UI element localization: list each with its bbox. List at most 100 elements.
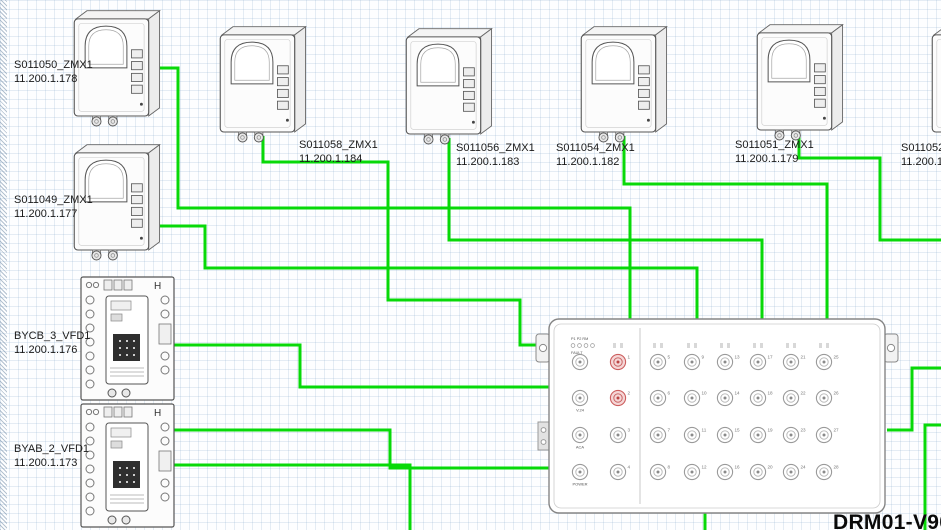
vfd-device-BYAB_2_VFD1[interactable]: H [80, 403, 175, 528]
zmx-led [139, 236, 143, 240]
device-name: S011049_ZMX1 [14, 194, 93, 206]
vfd-pad-dot [133, 340, 135, 342]
zmx-display-inset [88, 29, 124, 65]
zmx-device-S011052_ZMX1[interactable] [928, 24, 941, 142]
device-ip: 11.200.1.176 [14, 344, 78, 356]
zmx-front-inset [224, 39, 291, 128]
vfd-left-terminal [85, 295, 95, 305]
zmx-side-face [294, 25, 307, 133]
zmx-m12-pin [793, 133, 799, 138]
zmx-device-S011054_ZMX1[interactable] [577, 24, 669, 143]
vfd-pad-dot [133, 474, 135, 476]
zmx-m12-pin [601, 135, 606, 140]
switch-port-aux [571, 426, 589, 444]
zmx-button [131, 49, 143, 59]
network-wire-6[interactable] [797, 134, 941, 242]
zmx-m12-pin [426, 137, 431, 142]
network-wire-7[interactable] [887, 366, 941, 432]
vfd-usb-port [110, 440, 123, 449]
vfd-pad-dot [133, 481, 135, 483]
zmx-button [131, 195, 143, 205]
switch-port-27 [815, 426, 833, 444]
vfd-left-terminal [85, 464, 95, 474]
column-tick [760, 343, 763, 348]
vfd-terminal-block [123, 406, 133, 418]
network-wire-5[interactable] [622, 136, 829, 319]
column-tick [694, 343, 697, 348]
switch-port-26 [815, 389, 833, 407]
vfd-relay-block [158, 450, 172, 472]
zmx-m12-pin [110, 253, 116, 258]
column-tick [786, 343, 789, 348]
port-number: 23 [801, 428, 807, 433]
vfd-device-BYCB_3_VFD1[interactable]: H [80, 276, 175, 401]
vfd-pad-dot [126, 481, 128, 483]
vfd-left-terminal [85, 436, 95, 446]
network-wire-3[interactable] [261, 136, 549, 347]
vfd-terminal-block [103, 279, 113, 291]
column-tick [753, 343, 756, 348]
zmx-side-face [148, 9, 161, 117]
zmx-button [814, 75, 826, 85]
status-led [570, 343, 576, 348]
vfd-pad-dot [119, 340, 121, 342]
vfd-right-terminal [160, 422, 170, 432]
switch-port-21 [782, 353, 800, 371]
zmx-led [646, 118, 650, 122]
vfd-right-terminal [160, 478, 170, 488]
network-wire-4[interactable] [447, 138, 764, 319]
zmx-device-S011050_ZMX1[interactable] [70, 8, 162, 127]
switch-port-8 [649, 463, 667, 481]
zmx-m12-connector [614, 132, 625, 143]
port-number: 13 [735, 355, 741, 360]
switch-port-9 [683, 353, 701, 371]
side-connector-pin [540, 439, 547, 445]
network-wire-8[interactable] [172, 343, 549, 389]
mounting-hole [886, 343, 896, 353]
vfd-right-terminal [160, 492, 170, 502]
port-number: 27 [834, 428, 840, 433]
port-number: 11 [702, 428, 707, 433]
port-number: 9 [702, 355, 705, 360]
zmx-button [814, 63, 826, 73]
fault-label: FAULT [571, 351, 583, 355]
device-name: S011054_ZMX1 [556, 142, 635, 154]
zmx-m12-pin [442, 137, 448, 142]
port-number: 4 [628, 465, 631, 470]
zmx-device-S011056_ZMX1[interactable] [402, 26, 494, 145]
zmx-button [463, 102, 475, 112]
zmx-m12-pin [94, 119, 99, 124]
network-wire-9[interactable] [172, 428, 549, 470]
status-led [577, 343, 582, 348]
zmx-device-S011049_ZMX1[interactable] [70, 142, 162, 261]
zmx-m12-connector [91, 116, 102, 127]
switch-port-aux [571, 353, 589, 371]
zmx-m12-connector [237, 132, 248, 143]
switch-port-2 [609, 389, 627, 407]
network-wire-10[interactable] [172, 463, 412, 530]
vfd-left-terminal [85, 365, 95, 375]
zmx-device-S011058_ZMX1[interactable] [216, 24, 308, 143]
device-ip: 11.200.1.182 [556, 156, 620, 168]
network-wire-2[interactable] [158, 224, 699, 319]
switch-port-aux [571, 463, 589, 481]
zmx-device-S011051_ZMX1[interactable] [753, 22, 845, 141]
network-wire-1[interactable] [158, 66, 632, 319]
device-ip: 11.200.1.180 [901, 156, 941, 168]
side-connector-pin [540, 427, 547, 433]
vfd-left-terminal [85, 351, 95, 361]
zmx-button [463, 79, 475, 89]
zmx-button [277, 100, 289, 110]
zmx-m12-connector [598, 132, 609, 143]
zmx-button [638, 88, 650, 98]
switch-port-5 [649, 353, 667, 371]
port-number: 28 [834, 465, 840, 470]
vfd-right-terminal [160, 295, 170, 305]
network-wire-12[interactable] [923, 423, 941, 530]
switch-port-10 [683, 389, 701, 407]
vfd-pad-dot [133, 354, 135, 356]
zmx-button [277, 65, 289, 75]
